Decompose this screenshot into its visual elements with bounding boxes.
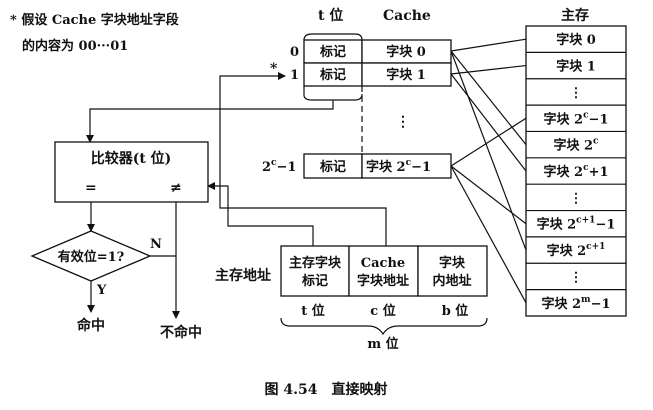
- cache-header: Cache: [383, 8, 431, 24]
- cache-row-last-suffix: −1: [277, 160, 297, 175]
- main-memory-block-base: 字块 2: [543, 164, 583, 180]
- main-memory-block-sup: m: [581, 295, 591, 305]
- main-memory-block-suffix: −1: [595, 218, 615, 233]
- main-memory-block-sup: c+1: [586, 242, 605, 252]
- address-field-cache-block: [348, 245, 419, 297]
- main-memory-block: 字块 2c−1: [543, 110, 608, 127]
- address-label: 主存地址: [215, 267, 271, 284]
- main-memory-block: 字块 1: [556, 59, 596, 75]
- cache-t-bit-header: t 位: [318, 7, 343, 24]
- address-f2-line2: 字块地址: [357, 273, 409, 289]
- main-memory-header: 主存: [561, 7, 589, 24]
- address-f2-line1: Cache: [361, 256, 405, 271]
- main-memory-block: ⋮: [570, 270, 583, 285]
- address-f3-line2: 内地址: [432, 273, 471, 289]
- cache-block-last-sup: c: [406, 158, 412, 168]
- comparator-box: [54, 141, 209, 203]
- cache-block-last-suffix: −1: [411, 160, 431, 175]
- address-field-offset: [417, 245, 488, 297]
- main-memory-block-base: 字块 2: [541, 296, 581, 312]
- cache-tag-label-0: 标记: [319, 44, 346, 60]
- cache-dots: ⋮: [396, 114, 410, 130]
- mapping-line: [450, 73, 527, 172]
- cache-block-label-0: 字块 0: [386, 44, 426, 60]
- note-line-1: * 假设 Cache 字块地址字段: [10, 12, 179, 28]
- main-memory-block: 字块 2m−1: [541, 295, 610, 312]
- cache-row-last-base: 2: [262, 160, 271, 175]
- main-memory-block: 字块 2c: [553, 137, 599, 154]
- main-memory-block-base: 字块 2: [553, 138, 593, 154]
- valid-label: 有效位=1?: [58, 249, 125, 265]
- main-memory-block-base: 字块 2: [547, 243, 587, 259]
- tag-outline-top: [303, 33, 363, 41]
- main-memory-block-base: ⋮: [570, 191, 583, 206]
- cache-row-index-last: 2c−1: [262, 158, 296, 175]
- address-f3-line1: 字块: [439, 255, 466, 271]
- address-field-tag: [280, 245, 350, 297]
- main-memory-block-base: 字块 2: [543, 111, 583, 127]
- address-f1-line1: 主存字块: [289, 255, 342, 271]
- main-memory-box: [525, 25, 627, 317]
- mapping-line: [450, 50, 527, 251]
- cache-row-star: *: [270, 61, 278, 77]
- note-line-2: 的内容为 00···01: [22, 38, 128, 54]
- cache-block-last-base: 字块 2: [366, 159, 406, 175]
- main-memory-block: 字块 2c+1−1: [537, 216, 616, 233]
- figure-caption: 图 4.54 直接映射: [265, 381, 388, 398]
- address-f1-line2: 标记: [301, 273, 328, 289]
- main-memory-block-base: 字块 2: [537, 217, 577, 233]
- cache-row-last-sup: c: [271, 158, 277, 168]
- comparator-title: 比较器(t 位): [91, 150, 172, 167]
- main-memory-block-sup: c+1: [576, 216, 595, 226]
- main-memory-block-base: 字块 1: [556, 59, 596, 75]
- mapping-line: [450, 50, 527, 146]
- main-memory-block-suffix: −1: [589, 112, 609, 127]
- main-memory-block: ⋮: [570, 191, 583, 206]
- main-memory-block-sup: c: [583, 163, 589, 173]
- main-memory-block-suffix: −1: [591, 297, 611, 312]
- mapping-lines: [450, 38, 527, 304]
- hit-label: 命中: [76, 317, 105, 334]
- mapping-line: [450, 117, 527, 167]
- main-memory-block: 字块 0: [556, 32, 596, 48]
- cache-tag-cell-last: [303, 153, 363, 179]
- cache-address-to-index-line: [219, 72, 387, 246]
- cache-block-label-last: 字块 2c−1: [366, 158, 431, 175]
- address-m-bits: m 位: [367, 336, 398, 352]
- main-memory-block-base: ⋮: [570, 86, 583, 101]
- main-memory-block: 字块 2c+1: [543, 163, 608, 180]
- cache-block-cell-last: [361, 153, 452, 179]
- address-t-bits: t 位: [301, 303, 325, 319]
- cache-block-label-1: 字块 1: [386, 67, 426, 83]
- cache-row-index-0: 0: [290, 45, 299, 60]
- comparator-neq: ≠: [170, 180, 182, 196]
- address-tag-to-comparator-line: [207, 182, 314, 246]
- main-memory-block-sup: c: [593, 137, 599, 147]
- cache-tag-label-1: 标记: [319, 67, 346, 83]
- valid-yes-label: Y: [96, 283, 107, 298]
- address-c-bits: c 位: [370, 303, 395, 319]
- main-memory-block: 字块 2c+1: [547, 242, 606, 259]
- tag-outline-bottom: [303, 86, 363, 101]
- m-bits-brace: [280, 317, 488, 336]
- main-memory-block: ⋮: [570, 86, 583, 101]
- cache-row-index-1: 1: [290, 68, 299, 83]
- main-memory-block-suffix: +1: [589, 165, 609, 180]
- main-memory-block-base: 字块 0: [556, 32, 596, 48]
- mapping-line: [450, 38, 527, 52]
- valid-no-label: N: [150, 237, 162, 252]
- mapping-line: [450, 64, 527, 75]
- mapping-line: [450, 165, 527, 225]
- address-b-bits: b 位: [442, 303, 469, 319]
- main-memory-block-base: ⋮: [570, 270, 583, 285]
- main-memory-block-sup: c: [583, 110, 589, 120]
- mapping-line: [450, 165, 527, 304]
- cache-tag-label-last: 标记: [319, 159, 346, 175]
- comparator-eq: =: [85, 180, 97, 196]
- tag-to-comparator-line: [86, 100, 334, 143]
- miss-label: 不命中: [160, 324, 202, 341]
